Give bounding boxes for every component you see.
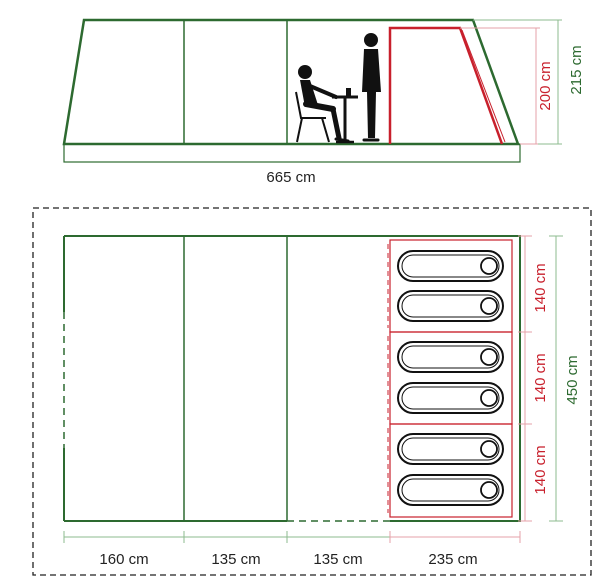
section-width-label: 160 cm xyxy=(99,551,148,568)
side-view: 665 cm 200 cm 215 cm xyxy=(62,18,585,186)
floor-plan-boundary xyxy=(32,207,592,576)
bedroom-depth-label: 140 cm xyxy=(532,263,549,312)
bedroom-pod xyxy=(389,423,513,518)
seated-person-icon xyxy=(295,65,350,143)
side-view-bedroom-inner xyxy=(461,29,506,143)
side-view-bedroom xyxy=(388,26,504,145)
section-width-label: 235 cm xyxy=(428,551,477,568)
sleeping-bag-icon xyxy=(397,250,504,282)
bedroom-pod xyxy=(389,239,513,333)
bedroom-depth-label: 140 cm xyxy=(532,445,549,494)
table-icon xyxy=(332,88,358,144)
bedroom-pods xyxy=(387,239,513,518)
sleeping-bag-icon xyxy=(397,474,504,506)
dimension-bedroom-height xyxy=(460,27,540,145)
dimension-section-widths xyxy=(63,531,521,543)
sleeping-bag-icon xyxy=(397,341,504,373)
dimension-total-height xyxy=(473,19,562,145)
sleeping-bag-icon xyxy=(397,382,504,414)
section-width-label: 135 cm xyxy=(313,551,362,568)
total-depth-label: 450 cm xyxy=(564,355,581,404)
sleeping-bags xyxy=(397,250,504,506)
dimension-bedroom-depths xyxy=(518,235,532,522)
floor-plan: 140 cm 140 cm 140 cm 450 cm 160 cm 135 c… xyxy=(32,207,592,576)
section-width-label: 135 cm xyxy=(211,551,260,568)
dimension-total-depth xyxy=(549,235,563,522)
bedroom-height-label: 200 cm xyxy=(537,61,554,110)
sleeping-bag-icon xyxy=(397,433,504,465)
side-view-outline xyxy=(62,18,520,146)
sleeping-bag-icon xyxy=(397,290,504,322)
floor-plan-outline xyxy=(64,235,521,522)
side-view-length-label: 665 cm xyxy=(266,169,315,186)
side-view-ground xyxy=(63,143,521,163)
standing-person-icon xyxy=(362,33,381,142)
bedroom-depth-label: 140 cm xyxy=(532,353,549,402)
total-height-label: 215 cm xyxy=(568,45,585,94)
